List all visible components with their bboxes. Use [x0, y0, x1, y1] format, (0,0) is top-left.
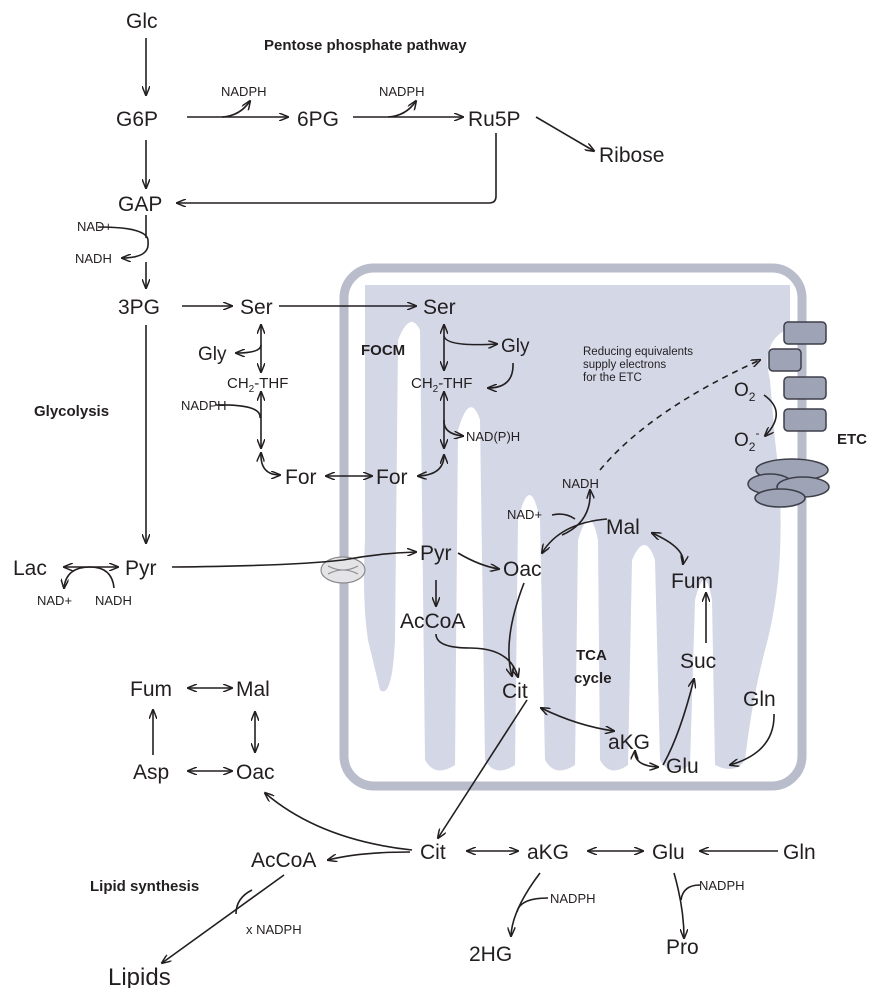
cofactor-nad-plus-lac: NAD+ — [37, 593, 72, 608]
metabolite-gap: GAP — [118, 193, 162, 216]
metabolite-g6p: G6P — [116, 108, 158, 131]
etc-complex-1 — [784, 322, 826, 344]
annotation-line-1: Reducing equivalents — [583, 346, 693, 358]
metabolite-cit-mito: Cit — [502, 680, 528, 703]
metabolite-for-cyto: For — [285, 466, 317, 489]
metabolite-oac-cyto: Oac — [236, 761, 275, 784]
lipid-synthesis-title: Lipid synthesis — [90, 878, 199, 895]
etc-title: ETC — [837, 431, 867, 448]
metabolite-cit-cyto: Cit — [420, 841, 446, 864]
metabolite-akg-mito: aKG — [608, 731, 650, 754]
cofactor-nad-plus-mito: NAD+ — [507, 507, 542, 522]
cofactor-nadph-g6p: NADPH — [221, 84, 267, 99]
etc-complex-3 — [784, 377, 826, 399]
annotation-line-3: for the ETC — [583, 372, 642, 384]
metabolite-3pg: 3PG — [118, 296, 160, 319]
cofactor-nadph-pro: NADPH — [699, 878, 745, 893]
cofactor-nad-plus-gap: NAD+ — [77, 219, 112, 234]
metabolite-lac: Lac — [13, 557, 47, 580]
metabolite-fum-cyto: Fum — [130, 678, 172, 701]
metabolite-akg-cyto: aKG — [527, 841, 569, 864]
glycolysis-title: Glycolysis — [34, 403, 109, 420]
cofactor-nadph-2hg: NADPH — [550, 891, 596, 906]
cofactor-nadh-mito: NADH — [562, 476, 599, 491]
cofactor-nadh-lac: NADH — [95, 593, 132, 608]
metabolite-suc-mito: Suc — [680, 650, 716, 673]
metabolite-ribose: Ribose — [599, 144, 664, 167]
cofactor-nadph-mito: NAD(P)H — [466, 429, 520, 444]
ppp-title: Pentose phosphate pathway — [264, 37, 467, 54]
metabolite-2hg: 2HG — [469, 943, 512, 966]
cofactor-x-nadph-lipid: x NADPH — [246, 922, 302, 937]
etc-complex-2 — [769, 349, 801, 371]
metabolite-oac-mito: Oac — [503, 558, 542, 581]
metabolite-gln-mito: Gln — [743, 688, 776, 711]
metabolite-ser-cyto: Ser — [240, 296, 273, 319]
tca-title-line2: cycle — [574, 670, 612, 687]
metabolite-fum-mito: Fum — [671, 570, 713, 593]
metabolite-gly-mito: Gly — [501, 336, 530, 357]
metabolite-pyr-mito: Pyr — [420, 542, 452, 565]
metabolite-pro: Pro — [666, 936, 699, 959]
metabolite-6pg: 6PG — [297, 108, 339, 131]
metabolite-asp-cyto: Asp — [133, 761, 169, 784]
etc-complex-4 — [784, 409, 826, 431]
metabolite-ru5p: Ru5P — [468, 108, 521, 131]
metabolite-pyr-cyto: Pyr — [125, 557, 157, 580]
metabolite-mal-mito: Mal — [606, 516, 640, 539]
metabolite-glu-mito: Glu — [666, 755, 699, 778]
metabolite-glu-cyto: Glu — [652, 841, 685, 864]
metabolite-ser-mito: Ser — [423, 296, 456, 319]
cofactor-nadph-focm: NADPH — [181, 398, 227, 413]
cofactor-nadph-6pg: NADPH — [379, 84, 425, 99]
metabolite-for-mito: For — [376, 466, 408, 489]
metabolite-mal-cyto: Mal — [236, 678, 270, 701]
metabolite-accoa-cyto: AcCoA — [251, 849, 316, 872]
annotation-line-2: supply electrons — [583, 359, 666, 371]
metabolite-gly-cyto: Gly — [198, 344, 227, 365]
metabolite-accoa-mito: AcCoA — [400, 610, 465, 633]
etc-atp-synthase-4 — [755, 489, 805, 507]
metabolite-glc: Glc — [126, 10, 158, 33]
metabolite-lipids: Lipids — [108, 964, 171, 988]
metabolite-ch2thf-cyto: CH2-THF — [227, 375, 288, 395]
focm-title: FOCM — [361, 342, 405, 359]
tca-title-line1: TCA — [576, 647, 607, 664]
metabolite-gln-cyto: Gln — [783, 841, 816, 864]
cofactor-nadh-gap: NADH — [75, 251, 112, 266]
